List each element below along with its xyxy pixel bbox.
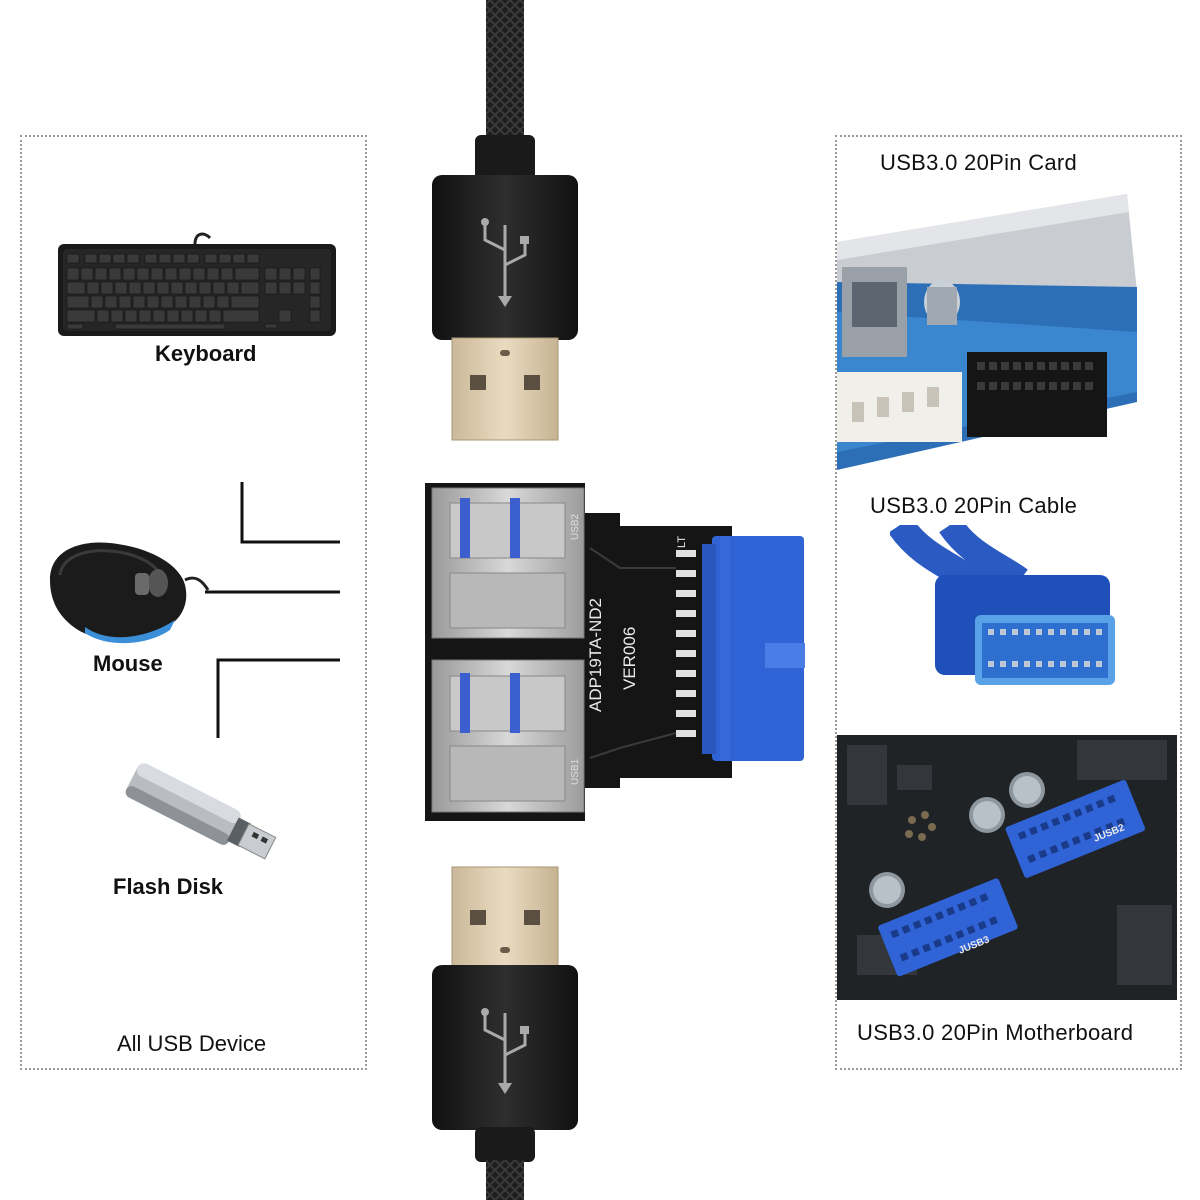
adapter-port-label-usb2: USB2 xyxy=(570,513,581,540)
adapter-port-label-usb1: USB1 xyxy=(570,758,581,785)
pcie-card-icon xyxy=(837,194,1137,470)
device-label-mouse: Mouse xyxy=(93,651,163,676)
item-label-card: USB3.0 20Pin Card xyxy=(880,150,1078,175)
bottom-usb-plug xyxy=(432,866,578,1200)
header-cable-icon xyxy=(890,525,1115,685)
adapter-board-model-text: ADP19TA-ND2 xyxy=(586,598,605,712)
top-usb-plug xyxy=(432,0,578,441)
keyboard-icon xyxy=(58,232,336,336)
motherboard-icon xyxy=(837,735,1177,1000)
adapter-board-version-text: VER006 xyxy=(620,626,639,690)
right-headers-panel xyxy=(835,135,1182,1070)
flash-disk-icon xyxy=(125,763,277,860)
left-devices-panel xyxy=(20,135,367,1070)
item-label-motherboard: USB3.0 20Pin Motherboard xyxy=(857,1020,1134,1045)
all-usb-device-label: All USB Device xyxy=(117,1031,267,1056)
usb-header-adapter-board xyxy=(425,483,805,821)
connector-lines xyxy=(205,482,340,738)
device-label-keyboard: Keyboard xyxy=(155,341,257,366)
device-label-flash-disk: Flash Disk xyxy=(113,874,224,899)
adapter-header-label: LT xyxy=(676,535,688,548)
item-label-cable: USB3.0 20Pin Cable xyxy=(870,493,1078,518)
mouse-icon xyxy=(50,542,210,644)
